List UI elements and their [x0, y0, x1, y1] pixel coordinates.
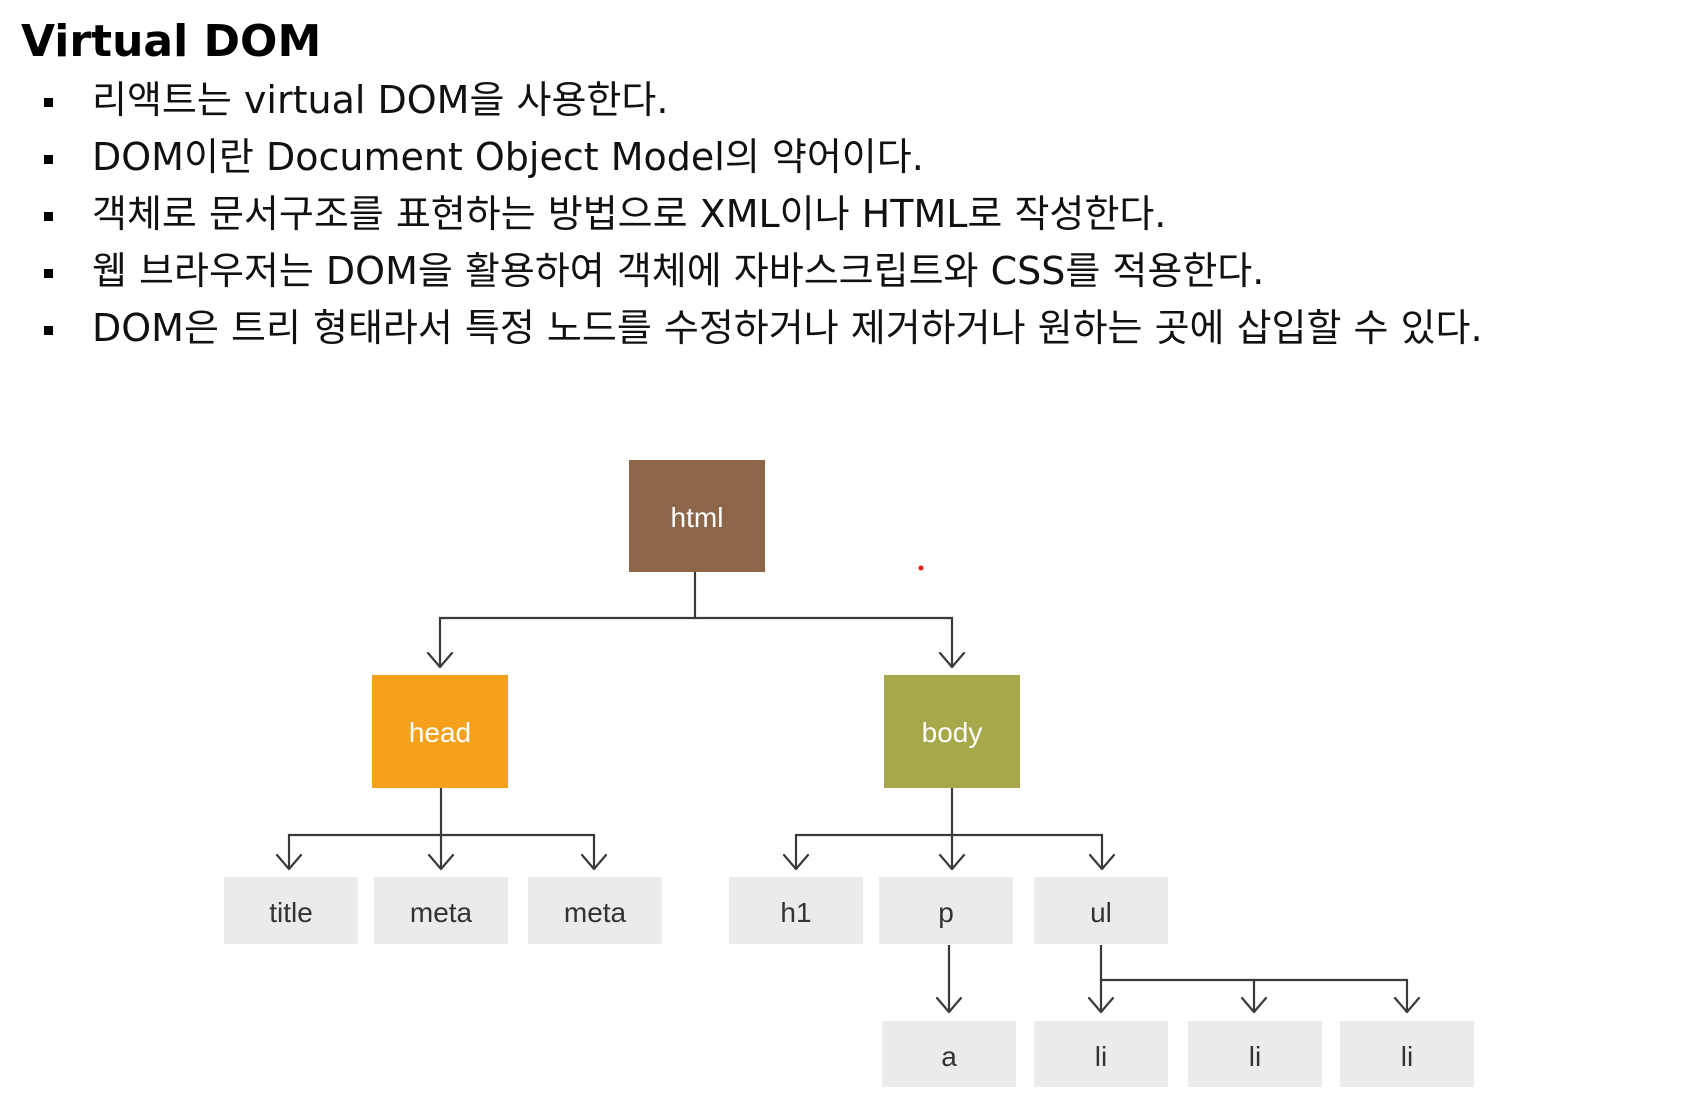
arrowhead-icon	[1393, 996, 1421, 1014]
node-h1: h1	[729, 877, 863, 944]
node-ul-box	[1034, 877, 1168, 944]
bullet-text: 객체로 문서구조를 표현하는 방법으로 XML이나 HTML로 작성한다.	[92, 192, 1167, 236]
node-p-box	[879, 877, 1013, 944]
bullet-text: DOM이란 Document Object Model의 약어이다.	[92, 135, 924, 179]
node-ul: ul	[1034, 877, 1168, 944]
node-li: li	[1034, 1021, 1168, 1087]
node-title-label: title	[269, 897, 313, 928]
arrowhead-icon	[427, 853, 455, 871]
bullet-text: 웹 브라우저는 DOM을 활용하여 객체에 자바스크립트와 CSS를 적용한다.	[92, 249, 1265, 293]
tree-connectors	[287, 572, 1409, 1010]
node-meta: meta	[528, 877, 662, 944]
node-body: body	[884, 675, 1020, 788]
node-a: a	[882, 1021, 1016, 1087]
node-h1-box	[729, 877, 863, 944]
node-body-label: body	[922, 717, 983, 748]
bullet-square-icon	[44, 326, 53, 335]
node-li-box	[1340, 1021, 1474, 1087]
arrowhead-icon	[580, 853, 608, 871]
node-li-label: li	[1249, 1041, 1261, 1072]
node-meta-label: meta	[410, 897, 473, 928]
arrowhead-icon	[426, 651, 454, 669]
node-html-box	[629, 460, 765, 572]
node-li-label: li	[1095, 1041, 1107, 1072]
node-li-label: li	[1401, 1041, 1413, 1072]
arrowhead-icon	[938, 853, 966, 871]
bullet-square-icon	[44, 269, 53, 278]
node-meta-box	[374, 877, 508, 944]
arrowhead-icon	[935, 996, 963, 1014]
node-ul-label: ul	[1090, 897, 1112, 928]
node-li: li	[1340, 1021, 1474, 1087]
node-a-label: a	[941, 1041, 957, 1072]
arrowhead-icon	[782, 853, 810, 871]
node-p: p	[879, 877, 1013, 944]
node-body-box	[884, 675, 1020, 788]
pointer-dot	[918, 565, 924, 571]
tree-arrowheads	[275, 651, 1421, 1014]
arrowhead-icon	[1240, 996, 1268, 1014]
node-meta: meta	[374, 877, 508, 944]
node-title-box	[224, 877, 358, 944]
arrowhead-icon	[275, 853, 303, 871]
node-h1-label: h1	[780, 897, 811, 928]
node-a-box	[882, 1021, 1016, 1087]
node-head-box	[372, 675, 508, 788]
arrowhead-icon	[938, 651, 966, 669]
node-head-label: head	[409, 717, 471, 748]
node-li-box	[1034, 1021, 1168, 1087]
bullet-square-icon	[44, 212, 53, 221]
node-meta-box	[528, 877, 662, 944]
node-html-label: html	[671, 502, 724, 533]
node-html: html	[629, 460, 765, 572]
arrowhead-icon	[1088, 853, 1116, 871]
bullet-square-icon	[44, 98, 53, 107]
node-p-label: p	[938, 897, 954, 928]
node-title: title	[224, 877, 358, 944]
node-li-box	[1188, 1021, 1322, 1087]
bullet-text: 리액트는 virtual DOM을 사용한다.	[92, 78, 669, 122]
slide-title: Virtual DOM	[21, 16, 322, 67]
bullet-square-icon	[44, 155, 53, 164]
bullet-text: DOM은 트리 형태라서 특정 노드를 수정하거나 제거하거나 원하는 곳에 삽…	[92, 306, 1483, 350]
node-li: li	[1188, 1021, 1322, 1087]
arrowhead-icon	[1087, 996, 1115, 1014]
node-head: head	[372, 675, 508, 788]
node-meta-label: meta	[564, 897, 627, 928]
